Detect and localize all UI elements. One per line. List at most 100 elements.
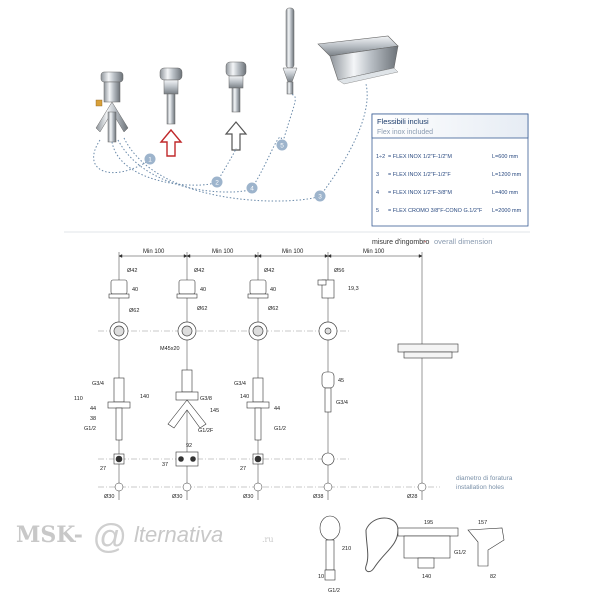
table-row-1-desc: = FLEX INOX 1/2"F-1/2"M bbox=[388, 154, 452, 160]
dim-h19: 19,3 bbox=[348, 286, 359, 292]
callout-1-num: 1 bbox=[148, 157, 152, 164]
mixer-section bbox=[167, 369, 207, 429]
dim-157: 157 bbox=[478, 520, 487, 526]
spacing-1: Min 100 bbox=[143, 249, 165, 255]
dim-h40-3: 40 bbox=[270, 287, 276, 293]
table-row-3-desc: = FLEX INOX 1/2"F-3/8"M bbox=[388, 190, 452, 196]
dim-g34-3: G3/4 bbox=[336, 400, 348, 406]
dim-d62-2: Ø62 bbox=[197, 306, 207, 312]
callout-3-num: 3 bbox=[318, 194, 322, 201]
dim-g12-4: G1/2 bbox=[454, 550, 466, 556]
bottom-views bbox=[113, 451, 335, 467]
mixer-body-with-flex bbox=[95, 71, 129, 143]
dim-37: 37 bbox=[162, 462, 168, 468]
table-row-2-code: 3 bbox=[376, 172, 379, 178]
handle-side-view-1 bbox=[108, 279, 130, 299]
hand-shower-photo bbox=[282, 7, 298, 95]
watermark-ru: .ru bbox=[262, 535, 274, 544]
dim-195: 195 bbox=[424, 520, 433, 526]
callout-3: 3 bbox=[314, 190, 326, 202]
header-misure: misure d'ingombro bbox=[372, 239, 429, 246]
table-row-3-len: L=400 mm bbox=[492, 190, 519, 196]
dim-92: 92 bbox=[186, 443, 192, 449]
watermark-left: MSK- bbox=[16, 522, 83, 548]
dim-44-2: 44 bbox=[274, 406, 280, 412]
dim-d28: Ø28 bbox=[407, 494, 417, 500]
dim-145: 145 bbox=[210, 408, 219, 414]
hand-shower-outline bbox=[365, 517, 399, 573]
dim-d42-1: Ø42 bbox=[127, 268, 137, 274]
drill-note: diametro di foratura installation holes bbox=[456, 475, 513, 491]
dim-g34-1: G3/4 bbox=[92, 381, 104, 387]
shower-holder-side-view bbox=[317, 279, 335, 299]
hot-valve-with-red-arrow bbox=[159, 67, 183, 157]
dim-45: 45 bbox=[338, 378, 344, 384]
flex-hoses bbox=[93, 83, 368, 202]
spout-side-drawing bbox=[467, 527, 505, 567]
dim-d56: Ø56 bbox=[334, 268, 344, 274]
waterfall-spout-drawing bbox=[397, 527, 459, 569]
table-row-4-len: L=2000 mm bbox=[492, 208, 522, 214]
table-subtitle: Flex inox included bbox=[377, 129, 433, 136]
dim-27-2: 27 bbox=[240, 466, 246, 472]
callout-4: 4 bbox=[246, 182, 258, 194]
dim-27-1: 27 bbox=[100, 466, 106, 472]
spacing-2: Min 100 bbox=[212, 249, 234, 255]
header-dash: - bbox=[424, 239, 427, 246]
flex-table: Flessibili inclusi Flex inox included 1÷… bbox=[371, 113, 529, 227]
table-row-1-len: L=600 mm bbox=[492, 154, 519, 160]
watermark-at: @ bbox=[92, 518, 127, 556]
table-row-2-desc: = FLEX INOX 1/2"F-1/2"F bbox=[388, 172, 451, 178]
dim-d42-2: Ø42 bbox=[194, 268, 204, 274]
dim-210: 210 bbox=[342, 546, 351, 552]
callout-4-num: 4 bbox=[250, 186, 254, 193]
callout-5-num: 5 bbox=[280, 143, 284, 150]
dim-10: 10 bbox=[318, 574, 324, 580]
spacing-4: Min 100 bbox=[363, 249, 385, 255]
callout-2-num: 2 bbox=[215, 180, 219, 187]
header-overall: overall dimension bbox=[434, 237, 492, 246]
dim-140-1: 140 bbox=[140, 394, 149, 400]
spacing-3: Min 100 bbox=[282, 249, 304, 255]
table-title: Flessibili inclusi bbox=[377, 117, 429, 126]
callout-markers: 1 2 3 4 5 bbox=[144, 139, 326, 202]
top-view-rings bbox=[109, 321, 338, 341]
dim-140-3: 140 bbox=[422, 574, 431, 580]
dim-82: 82 bbox=[490, 574, 496, 580]
dim-g34-2: G3/4 bbox=[234, 381, 246, 387]
table-row-4-desc: = FLEX CROMO 3/8"F-CONO G.1/2"F bbox=[388, 208, 483, 214]
dim-d30-3: Ø30 bbox=[243, 494, 253, 500]
cold-valve-with-white-arrow bbox=[224, 61, 248, 151]
dim-d30-2: Ø30 bbox=[172, 494, 182, 500]
handle-side-view-2 bbox=[176, 279, 198, 299]
hand-shower-drawing bbox=[319, 515, 341, 581]
spout-front-view bbox=[397, 343, 459, 359]
dim-g12-2: G1/2 bbox=[274, 426, 286, 432]
table-row-1-code: 1÷2 bbox=[376, 154, 385, 160]
dim-140-2: 140 bbox=[240, 394, 249, 400]
dim-38-1: 38 bbox=[90, 416, 96, 422]
drill-holes bbox=[114, 482, 427, 492]
dim-110-1: 110 bbox=[74, 396, 83, 402]
callout-5: 5 bbox=[276, 139, 288, 151]
dim-d62-1: Ø62 bbox=[129, 308, 139, 314]
dim-g38: G3/8 bbox=[200, 396, 212, 402]
table-row-2-len: L=1200 mm bbox=[492, 172, 522, 178]
holder-section bbox=[321, 371, 335, 413]
dim-d38: Ø38 bbox=[313, 494, 323, 500]
dim-m: M45x20 bbox=[160, 346, 180, 352]
valve-section-1 bbox=[107, 377, 131, 441]
table-row-3-code: 4 bbox=[376, 190, 379, 196]
dim-g12-1: G1/2 bbox=[84, 426, 96, 432]
drill-note-en: installation holes bbox=[456, 484, 505, 491]
dim-d30-1: Ø30 bbox=[104, 494, 114, 500]
dim-d42-3: Ø42 bbox=[264, 268, 274, 274]
dim-h40-2: 40 bbox=[200, 287, 206, 293]
table-row-4-code: 5 bbox=[376, 208, 379, 214]
drill-note-it: diametro di foratura bbox=[456, 475, 513, 482]
waterfall-spout-photo bbox=[317, 35, 399, 85]
callout-1: 1 bbox=[144, 153, 156, 165]
dim-d62-3: Ø62 bbox=[268, 306, 278, 312]
